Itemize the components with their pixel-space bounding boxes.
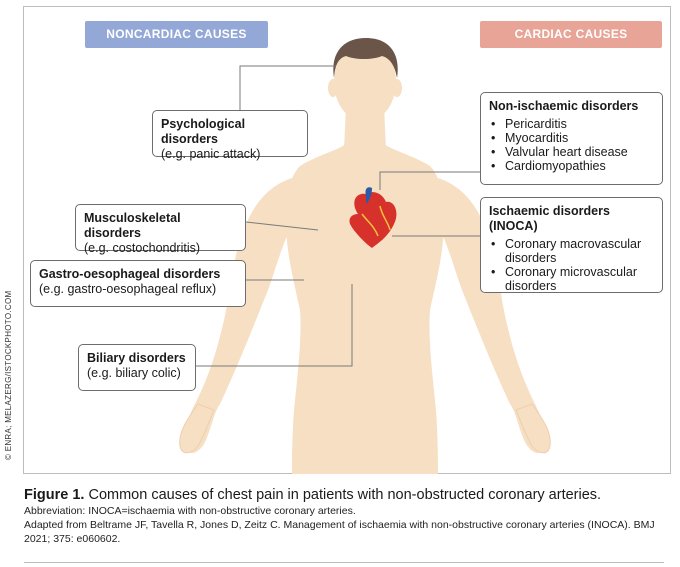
box-title: Psychological disorders (161, 117, 246, 146)
caption-title-text: Common causes of chest pain in patients … (84, 487, 602, 503)
box-example: (e.g. panic attack) (161, 147, 261, 161)
hands (179, 403, 551, 454)
hair (333, 38, 398, 78)
non-ischaemic-list: Pericarditis Myocarditis Valvular heart … (489, 117, 654, 173)
heart-icon (349, 187, 397, 248)
musculoskeletal-disorders-box: Musculoskeletal disorders (e.g. costocho… (75, 204, 246, 255)
list-item: Valvular heart disease (489, 145, 654, 159)
box-example: (e.g. biliary colic) (87, 366, 181, 380)
box-title: Ischaemic disorders (INOCA) (489, 204, 610, 233)
photo-credit: © ENRA; MELAZERG/ISTOCKPHOTO.COM (4, 290, 13, 460)
biliary-disorders-box: Biliary disorders (e.g. biliary colic) (78, 344, 196, 391)
box-title: Biliary disorders (87, 351, 186, 365)
caption-title: Figure 1. Common causes of chest pain in… (24, 486, 664, 504)
gastro-oesophageal-disorders-box: Gastro-oesophageal disorders (e.g. gastr… (30, 260, 246, 307)
box-example: (e.g. gastro-oesophageal reflux) (39, 282, 217, 296)
list-item: Pericarditis (489, 117, 654, 131)
cardiac-causes-label: CARDIAC CAUSES (480, 21, 662, 48)
caption-source: Adapted from Beltrame JF, Tavella R, Jon… (24, 519, 655, 545)
box-example: (e.g. costochondritis) (84, 241, 201, 255)
list-item: Cardiomyopathies (489, 159, 654, 173)
box-title: Musculoskeletal disorders (84, 211, 181, 240)
list-item: Myocarditis (489, 131, 654, 145)
box-title: Gastro-oesophageal disorders (39, 267, 221, 281)
ischaemic-list: Coronary macrovascular disorders Coronar… (489, 237, 654, 293)
noncardiac-causes-label: NONCARDIAC CAUSES (85, 21, 268, 48)
figure-label: Figure 1. (24, 487, 85, 503)
list-item: Coronary macrovascular disorders (489, 237, 654, 265)
connector-lines (196, 65, 480, 367)
human-figure (183, 42, 547, 474)
figure-caption: Figure 1. Common causes of chest pain in… (24, 486, 664, 546)
bottom-rule (24, 562, 664, 563)
non-ischaemic-disorders-box: Non-ischaemic disorders Pericarditis Myo… (480, 92, 663, 185)
caption-abbreviation: Abbreviation: INOCA=ischaemia with non-o… (24, 505, 356, 517)
ischaemic-disorders-box: Ischaemic disorders (INOCA) Coronary mac… (480, 197, 663, 293)
list-item: Coronary microvascular disorders (489, 265, 654, 293)
psychological-disorders-box: Psychological disorders (e.g. panic atta… (152, 110, 308, 161)
box-title: Non-ischaemic disorders (489, 99, 639, 113)
